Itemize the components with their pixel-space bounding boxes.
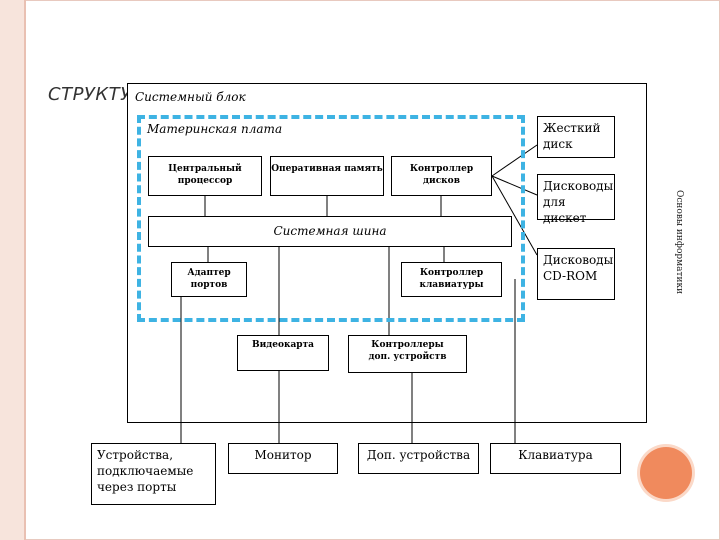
- port-adapter-box: Адаптер портов: [171, 262, 247, 297]
- left-decor-stripe: [0, 0, 24, 540]
- disk-controller-box: Контроллер дисков: [391, 156, 492, 196]
- cdrom-box: Дисководы CD-ROM: [537, 248, 615, 300]
- system-bus: Системная шина: [148, 216, 512, 247]
- floppy-box: Дисководы для дискет: [537, 174, 615, 225]
- cpu-box: Центральный процессор: [148, 156, 262, 196]
- side-label: Основы информатики: [674, 190, 684, 295]
- motherboard-label: Материнская плата: [147, 122, 283, 136]
- decor-circle: [640, 447, 692, 499]
- motherboard-outline: [137, 115, 525, 322]
- ram-box: Оперативная память: [270, 156, 384, 196]
- video-card-box: Видеокарта: [237, 335, 329, 371]
- keyboard-controller-box: Контроллер клавиатуры: [401, 262, 502, 297]
- keyboard-box: Клавиатура: [490, 443, 621, 474]
- hard-disk-box: Жесткий диск: [537, 116, 615, 158]
- extra-controllers-box: Контроллеры доп. устройств: [348, 335, 467, 373]
- left-decor-line: [24, 0, 26, 540]
- port-devices-box: Устройства, подключаемые через порты: [91, 443, 216, 505]
- extra-devices-box: Доп. устройства: [358, 443, 479, 474]
- monitor-box: Монитор: [228, 443, 338, 474]
- system-block-label: Системный блок: [135, 90, 246, 104]
- slide-title: СТРУКТУ: [48, 84, 132, 105]
